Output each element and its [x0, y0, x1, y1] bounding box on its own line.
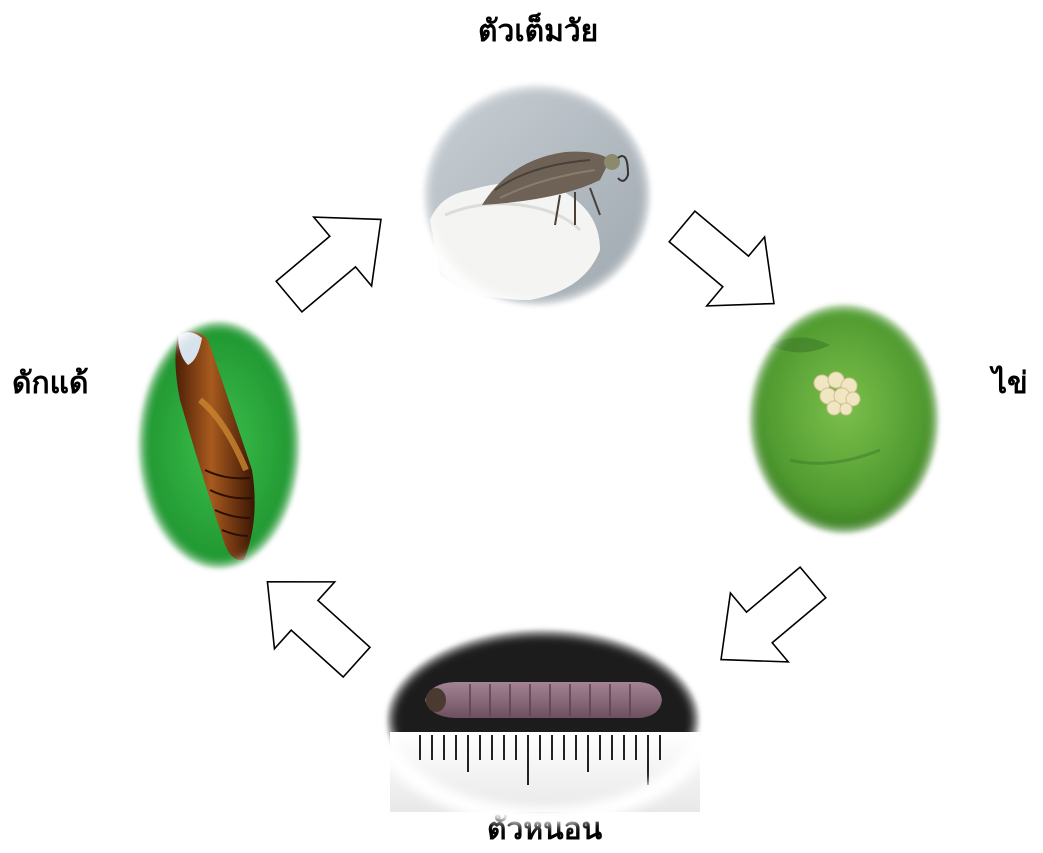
arrow-adult-to-egg: [653, 192, 803, 338]
arrow-pupa-to-adult: [260, 185, 410, 331]
larva-photo: [381, 624, 705, 816]
pupa-photo: [134, 317, 304, 573]
egg-photo: [745, 300, 943, 538]
arrow-egg-to-larva: [692, 548, 842, 694]
arrow-larva-to-pupa: [237, 548, 386, 695]
adult-moth-photo: [419, 80, 655, 310]
